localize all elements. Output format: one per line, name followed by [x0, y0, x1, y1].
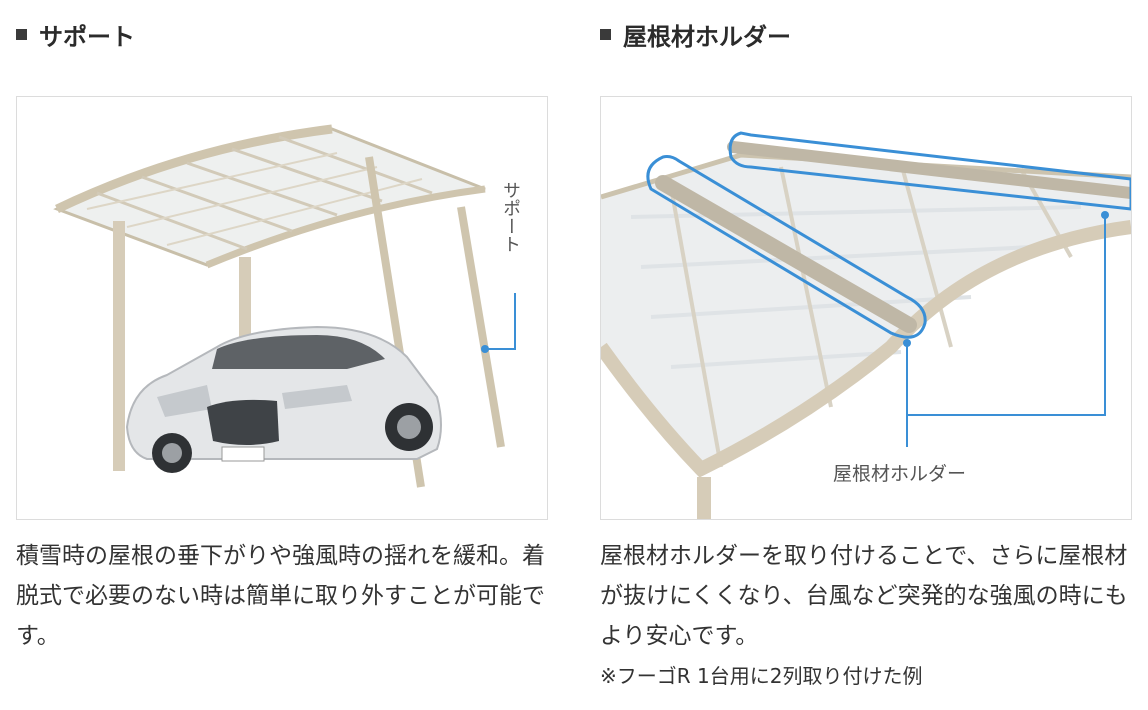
roof-holder-description: 屋根材ホルダーを取り付けることで、さらに屋根材が抜けにくくなり、台風など突発的な…	[600, 543, 1128, 649]
roof-holder-heading: 屋根材ホルダー	[600, 16, 791, 52]
roof-holder-heading-text: 屋根材ホルダー	[623, 22, 791, 51]
support-description: 積雪時の屋根の垂下がりや強風時の揺れを緩和。着脱式で必要のない時は簡単に取り外す…	[16, 543, 545, 649]
roof-holder-illustration	[601, 131, 1131, 519]
support-figure: サポート	[16, 96, 548, 520]
roof-holder-figure: 屋根材ホルダー	[600, 96, 1132, 520]
square-bullet-icon	[16, 28, 27, 40]
support-heading: サポート	[16, 16, 135, 52]
example-note: ※フーゴR 1台用に2列取り付けた例	[600, 664, 923, 688]
carport-support-illustration	[53, 124, 516, 488]
square-bullet-icon	[600, 28, 611, 40]
roof-holder-callout-label: 屋根材ホルダー	[833, 463, 967, 485]
support-heading-text: サポート	[39, 22, 135, 51]
support-callout-label: サポート	[500, 181, 521, 253]
